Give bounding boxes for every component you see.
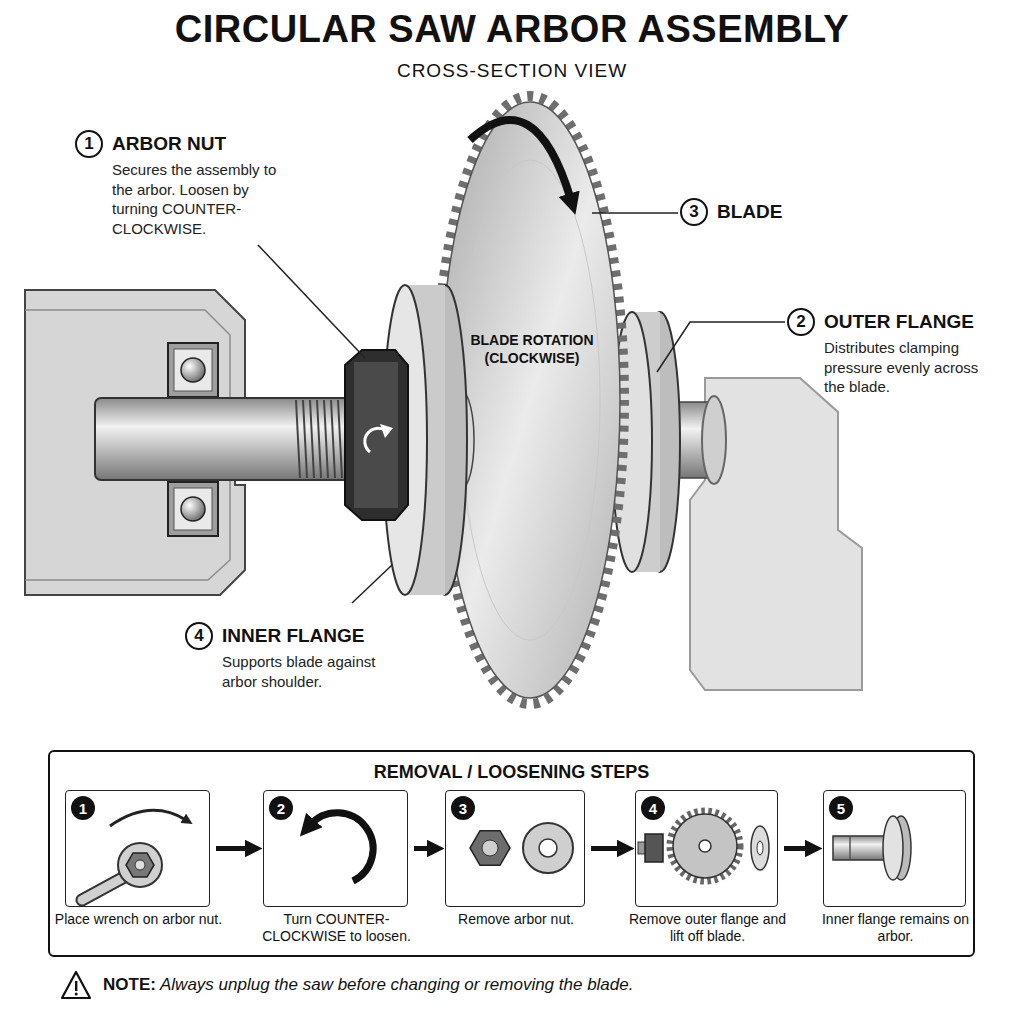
- arbor-shaft: [95, 398, 350, 480]
- bearing-race: [174, 349, 212, 391]
- step-caption: Place wrench on arbor nut.: [54, 911, 223, 928]
- warning-symbol: [75, 993, 78, 996]
- part-name: ARBOR NUT: [112, 130, 280, 158]
- shaft-threads: [296, 400, 342, 478]
- step-box: 3Remove arbor nut.: [445, 790, 585, 907]
- flow-arrow: [591, 846, 621, 851]
- part-name: INNER FLANGE: [222, 622, 394, 650]
- shaft-icon: [849, 837, 851, 859]
- callout-circle: 4: [185, 622, 213, 650]
- callout-number: 4: [194, 626, 203, 646]
- blade-icon: [670, 811, 740, 881]
- callout-marker: 4 INNER FLANGESupports blade against arbo…: [185, 622, 394, 691]
- leader-line: [258, 245, 365, 358]
- step-caption: Remove outer flange and lift off blade.: [624, 911, 791, 945]
- step-number: 5: [837, 800, 845, 817]
- callout-circle: 2: [787, 308, 815, 336]
- step-badge: 2: [269, 796, 293, 820]
- nut-icon: [645, 834, 663, 862]
- blade-highlight: [460, 160, 600, 640]
- callout-text: BLADE: [717, 198, 782, 226]
- washer-icon: [751, 826, 769, 870]
- note-text: Always unplug the saw before changing or…: [160, 975, 633, 995]
- step-caption: Remove arbor nut.: [434, 911, 598, 928]
- loosen-arrow-head: [380, 424, 393, 438]
- step-number: 2: [277, 800, 285, 817]
- step-caption: Inner flange remains on arbor.: [812, 911, 979, 945]
- nut-icon: [126, 853, 154, 877]
- rotation-arrow: [470, 120, 571, 200]
- callout-text: ARBOR NUTSecures the assembly to the arb…: [112, 130, 280, 238]
- nut-icon: [135, 860, 145, 870]
- wrench-icon: [82, 875, 128, 900]
- flow-arrow: [414, 846, 431, 851]
- step-badge: 3: [451, 796, 475, 820]
- callout-circle: 1: [75, 130, 103, 158]
- blade-icon: [699, 840, 711, 852]
- shaft-seal: [702, 396, 726, 484]
- step-box: 5Inner flange remains on arbor.: [823, 790, 966, 907]
- part-description: Supports blade against arbor shoulder.: [222, 652, 394, 691]
- flange-icon: [883, 816, 903, 880]
- turn-arrow: [110, 810, 186, 826]
- step-badge: 1: [71, 796, 95, 820]
- bearing-race: [168, 482, 218, 536]
- nut-face: [354, 362, 398, 508]
- callout-text: OUTER FLANGEDistributes clamping pressur…: [824, 308, 984, 397]
- blade-icon: [673, 814, 737, 878]
- flow-arrow: [216, 846, 249, 851]
- washer-icon: [523, 823, 573, 873]
- step-box: 2Turn COUNTER-CLOCKWISE to loosen.: [263, 790, 408, 907]
- step-box: 1Place wrench on arbor nut.: [65, 790, 210, 907]
- washer-icon: [757, 841, 763, 855]
- step-box: 4Remove outer flange and lift off blade.: [635, 790, 778, 907]
- callout-marker: 3 BLADE: [680, 198, 782, 226]
- callout-circle: 3: [680, 198, 708, 226]
- warning-symbol: [75, 981, 77, 991]
- washer-icon: [539, 839, 557, 857]
- callout-number: 1: [84, 134, 93, 154]
- bearing-ball: [181, 358, 205, 382]
- nut-icon: [470, 831, 510, 866]
- callout-number: 2: [796, 312, 805, 332]
- step-number: 4: [649, 800, 657, 817]
- wrench-icon: [118, 843, 162, 887]
- subtitle: CROSS-SECTION VIEW: [0, 60, 1024, 82]
- step-number: 1: [79, 800, 87, 817]
- note-label: NOTE:: [103, 975, 156, 995]
- page-title: CIRCULAR SAW ARBOR ASSEMBLY: [0, 8, 1024, 51]
- callout-marker: 2 OUTER FLANGEDistributes clamping pressu…: [787, 308, 984, 397]
- step-badge: 4: [641, 796, 665, 820]
- leader-line: [592, 212, 678, 214]
- flow-arrow: [784, 846, 809, 851]
- warning-symbol: [62, 972, 90, 998]
- part-description: Distributes clamping pressure evenly acr…: [824, 338, 984, 397]
- panel-heading: REMOVAL / LOOSENING STEPS: [50, 762, 973, 783]
- bearing-race: [168, 343, 218, 397]
- gear-housing: [690, 378, 862, 690]
- wrench-icon: [82, 875, 128, 900]
- part-name: OUTER FLANGE: [824, 308, 984, 336]
- part-description: Secures the assembly to the arbor. Loose…: [112, 160, 280, 238]
- steps-panel: REMOVAL / LOOSENING STEPS1Place wrench o…: [48, 750, 975, 957]
- step-badge: 5: [829, 796, 853, 820]
- nut-icon: [482, 840, 498, 856]
- callout-number: 3: [689, 202, 698, 222]
- counterclockwise-arrow: [310, 813, 373, 881]
- part-name: BLADE: [717, 198, 782, 226]
- step-caption: Turn COUNTER-CLOCKWISE to loosen.: [252, 911, 421, 945]
- leader-line: [657, 322, 785, 372]
- step-number: 3: [459, 800, 467, 817]
- rotation-label: BLADE ROTATION (CLOCKWISE): [470, 332, 594, 367]
- callout-text: INNER FLANGESupports blade against arbor…: [222, 622, 394, 691]
- leader-line: [352, 565, 392, 603]
- callout-marker: 1 ARBOR NUTSecures the assembly to the ar…: [75, 130, 280, 238]
- arbor-nut: [345, 350, 408, 520]
- bearing-ball: [181, 497, 205, 521]
- bearing-race: [174, 488, 212, 530]
